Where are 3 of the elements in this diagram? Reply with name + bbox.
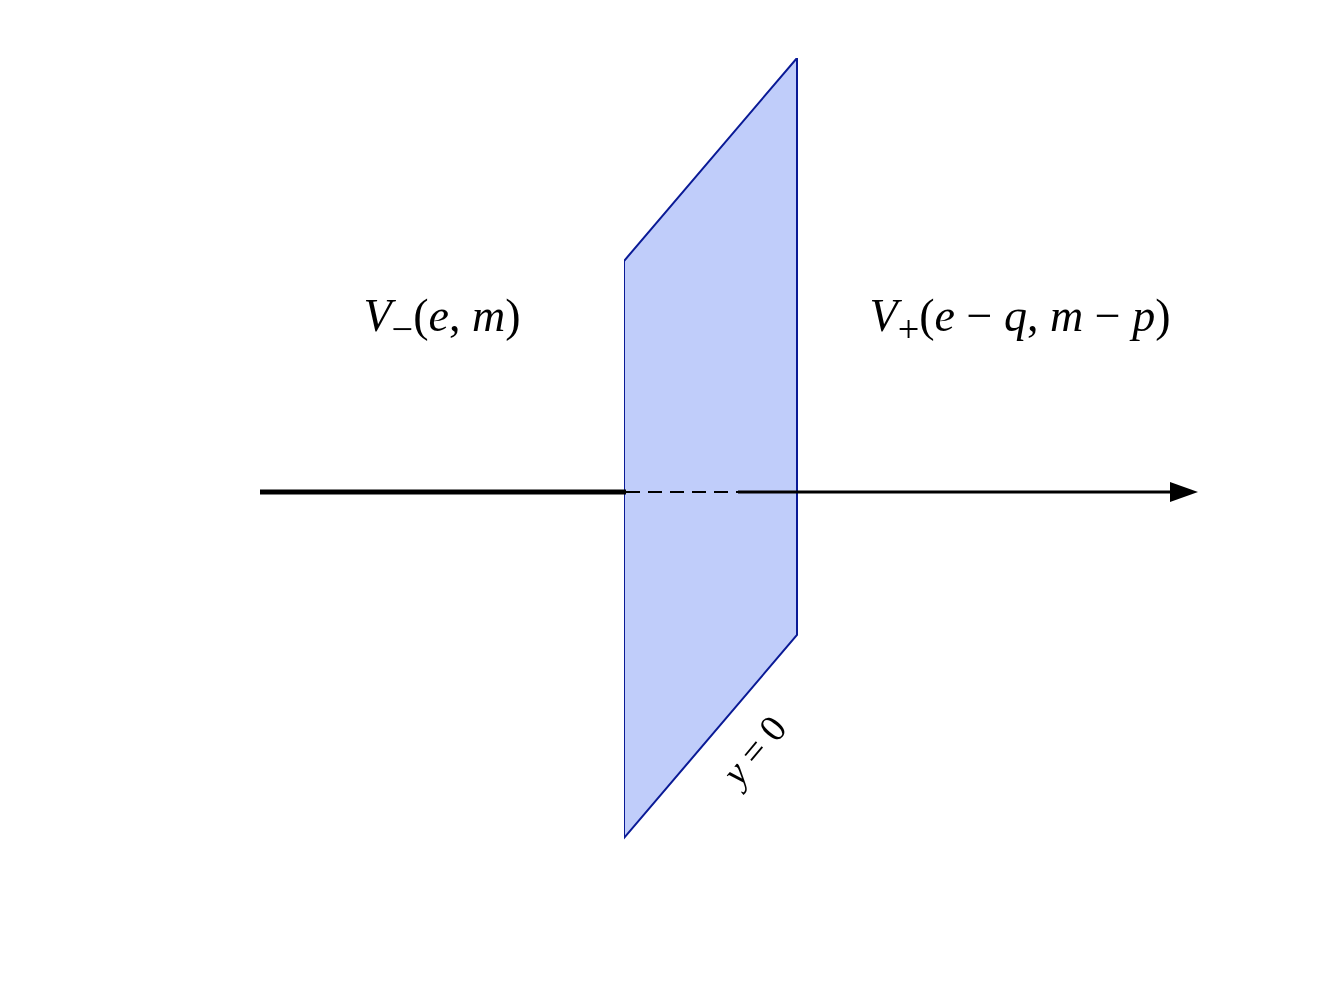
- math-label: V$_{−}$(e, m): [363, 289, 521, 351]
- math-label: V$_{+}$(e − q, m − p): [869, 289, 1171, 351]
- plane-label: y = 0: [712, 706, 796, 794]
